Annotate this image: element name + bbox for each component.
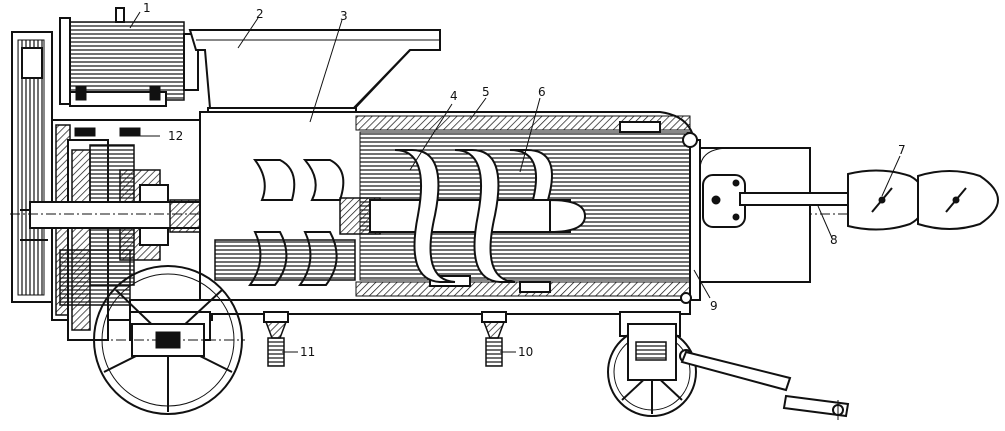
feed-auger <box>214 159 356 286</box>
adjusting-rod <box>739 192 849 206</box>
callout-11: 11 <box>300 345 315 359</box>
tow-bar[interactable] <box>680 350 850 420</box>
front-wheel <box>607 323 697 417</box>
electric-motor <box>59 7 199 107</box>
chassis-frame <box>129 292 692 341</box>
callout-2: 2 <box>256 7 264 21</box>
callout-10: 10 <box>518 345 533 359</box>
callout-6: 6 <box>538 85 546 99</box>
belt-drive-guard <box>11 31 53 303</box>
oil-outlet-11 <box>263 311 289 367</box>
callout-12: 12 <box>168 129 183 143</box>
rear-wheel <box>80 265 245 415</box>
callout-7: 7 <box>898 143 906 157</box>
hopper <box>188 29 441 113</box>
leader-lines <box>129 11 901 353</box>
callout-1: 1 <box>143 1 151 15</box>
callout-labels: 1 2 3 4 5 6 7 8 9 10 11 12 <box>143 1 906 359</box>
press-screw <box>339 149 587 283</box>
callout-3: 3 <box>340 9 348 23</box>
adjusting-handwheel[interactable] <box>847 169 1000 231</box>
callout-9: 9 <box>710 299 718 313</box>
callout-8: 8 <box>830 233 838 247</box>
callout-4: 4 <box>450 89 458 103</box>
callout-5: 5 <box>482 85 490 99</box>
discharge-head <box>682 132 811 301</box>
oil-outlet-10 <box>481 311 507 367</box>
